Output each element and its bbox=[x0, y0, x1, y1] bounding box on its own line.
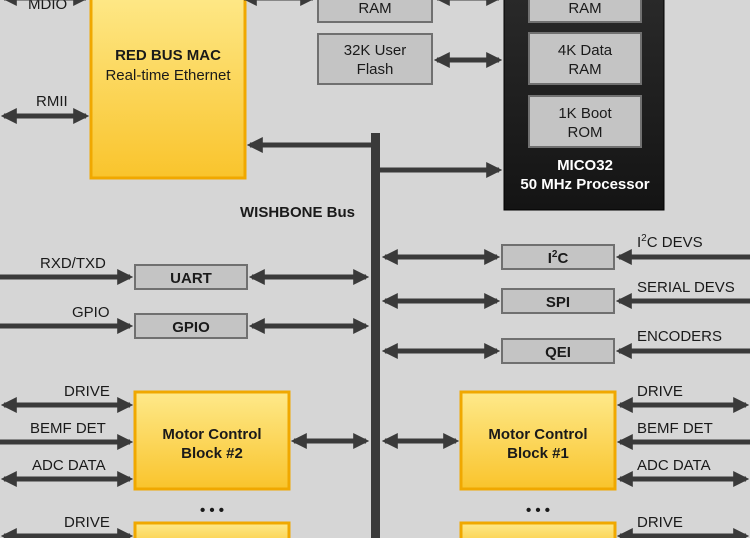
ram-label: RAM bbox=[358, 0, 391, 17]
right-adc-label: ADC DATA bbox=[637, 457, 711, 474]
red-bus-mac-block bbox=[89, 0, 247, 180]
right-ellipsis: • • • bbox=[526, 502, 550, 519]
boot-rom-box bbox=[528, 95, 642, 148]
processor-block: RAM 4K Data RAM 1K Boot ROM MICO32 50 MH… bbox=[503, 0, 665, 211]
right-drive-label-2: DRIVE bbox=[637, 514, 683, 531]
encoders-label: ENCODERS bbox=[637, 328, 722, 345]
user-flash-line1: 32K User bbox=[344, 42, 407, 59]
processor-name: MICO32 bbox=[557, 157, 613, 174]
processor-ram-box bbox=[528, 0, 642, 23]
motor-block-1-line2: Block #1 bbox=[507, 445, 569, 462]
gpio-signal-label: GPIO bbox=[72, 304, 110, 321]
motor-control-block-right-partial bbox=[459, 521, 617, 538]
spi-label: SPI bbox=[546, 294, 570, 311]
gpio-box bbox=[134, 313, 248, 339]
rmii-label: RMII bbox=[36, 93, 68, 110]
motor-control-block-1 bbox=[459, 390, 617, 491]
left-adc-label: ADC DATA bbox=[32, 457, 106, 474]
i2c-devs-label: I2C DEVS bbox=[637, 233, 703, 251]
spi-box bbox=[501, 288, 615, 314]
left-drive-label: DRIVE bbox=[64, 383, 110, 400]
data-ram-line1: 4K Data bbox=[558, 42, 613, 59]
left-ellipsis: • • • bbox=[200, 502, 224, 519]
right-bemf-label: BEMF DET bbox=[637, 420, 713, 437]
qei-label: QEI bbox=[545, 344, 571, 361]
motor-block-2-line1: Motor Control bbox=[162, 426, 261, 443]
data-ram-line2: RAM bbox=[568, 61, 601, 78]
processor-ram-label: RAM bbox=[568, 0, 601, 17]
user-flash-line2: Flash bbox=[357, 61, 394, 78]
wishbone-bus-label: WISHBONE Bus bbox=[240, 204, 355, 221]
i2c-box bbox=[501, 244, 615, 270]
motor-block-1-line1: Motor Control bbox=[488, 426, 587, 443]
gpio-label: GPIO bbox=[172, 319, 210, 336]
boot-rom-line1: 1K Boot bbox=[558, 105, 612, 122]
mac-title: RED BUS MAC bbox=[115, 47, 221, 64]
user-flash-box bbox=[317, 33, 433, 85]
left-bemf-label: BEMF DET bbox=[30, 420, 106, 437]
data-ram-box bbox=[528, 32, 642, 85]
ram-box bbox=[317, 0, 433, 23]
right-drive-label: DRIVE bbox=[637, 383, 683, 400]
rxd-txd-label: RXD/TXD bbox=[40, 255, 106, 272]
left-drive-label-2: DRIVE bbox=[64, 514, 110, 531]
mac-subtitle: Real-time Ethernet bbox=[105, 67, 231, 84]
wishbone-bus-line bbox=[371, 133, 380, 538]
serial-devs-label: SERIAL DEVS bbox=[637, 279, 735, 296]
uart-label: UART bbox=[170, 270, 212, 287]
motor-control-block-2 bbox=[133, 390, 291, 491]
processor-subtitle: 50 MHz Processor bbox=[520, 176, 649, 193]
motor-control-block-left-partial bbox=[133, 521, 291, 538]
qei-box bbox=[501, 338, 615, 364]
boot-rom-line2: ROM bbox=[568, 124, 603, 141]
motor-block-2-line2: Block #2 bbox=[181, 445, 243, 462]
uart-box bbox=[134, 264, 248, 290]
i2c-label: I2C bbox=[548, 249, 569, 267]
mdio-label: MDIO bbox=[28, 0, 67, 13]
